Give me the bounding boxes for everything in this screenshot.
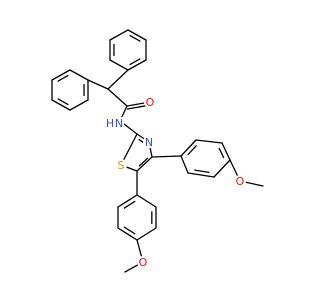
bond-44 (117, 194, 138, 208)
thiazole-s-label: S (118, 159, 125, 172)
bond-inner-36 (218, 147, 225, 159)
bond-15 (51, 99, 71, 111)
bond-31 (151, 155, 182, 158)
methoxy-oxygen-right-bg (234, 175, 246, 187)
bond-5 (109, 59, 129, 71)
thiazole-s-bg (115, 159, 127, 171)
methoxy-oxygen-bottom-bg (137, 256, 149, 268)
bond-23 (123, 123, 138, 135)
thiazole-n-label: N (145, 136, 153, 149)
bond-inner-16 (57, 98, 69, 106)
bond-9 (51, 69, 71, 81)
bond-52 (136, 194, 157, 208)
thiazole-n-bg (143, 136, 155, 148)
bond-37 (213, 159, 231, 178)
bond-20 (107, 88, 128, 107)
bond-3 (127, 59, 147, 71)
bond-49 (136, 227, 157, 241)
bond-40 (180, 155, 189, 174)
bond-carbonyl-second (126, 104, 148, 110)
molecule-structure: O H N N S O O (51, 29, 264, 273)
amide-nh-bg (104, 117, 124, 129)
bond-19 (87, 79, 109, 90)
bond-47 (117, 227, 138, 241)
bond-14 (69, 99, 89, 111)
bond-18 (107, 69, 129, 90)
bond-8 (109, 29, 129, 41)
bond-inner-45 (123, 200, 136, 209)
atom-label-layer: O H N N S O O (104, 96, 246, 269)
bond-35 (221, 142, 231, 161)
bond-inner-39 (194, 169, 210, 174)
bond-inner-4 (129, 58, 141, 66)
bond-inner-28 (138, 157, 149, 167)
bond-layer (51, 29, 264, 273)
bond-11 (69, 69, 89, 81)
bond-inner-48 (123, 226, 136, 235)
bond-38 (187, 172, 215, 178)
bond-0 (127, 29, 147, 41)
bond-34 (195, 139, 223, 144)
bond-inner-33 (187, 145, 197, 156)
amide-oxygen-label: O (146, 96, 155, 109)
bond-27 (136, 156, 153, 172)
bond-inner-10 (57, 74, 69, 82)
molecule-canvas: O H N N S O O (51, 29, 264, 273)
amide-n-label: N (115, 117, 123, 130)
amide-oxygen-bg (144, 96, 156, 108)
methoxy-oxygen-right-label: O (236, 175, 245, 188)
amide-h-label: H (106, 117, 114, 130)
bond-inner-1 (129, 34, 141, 42)
methoxy-oxygen-bottom-label: O (139, 256, 148, 269)
bond-32 (180, 139, 197, 157)
